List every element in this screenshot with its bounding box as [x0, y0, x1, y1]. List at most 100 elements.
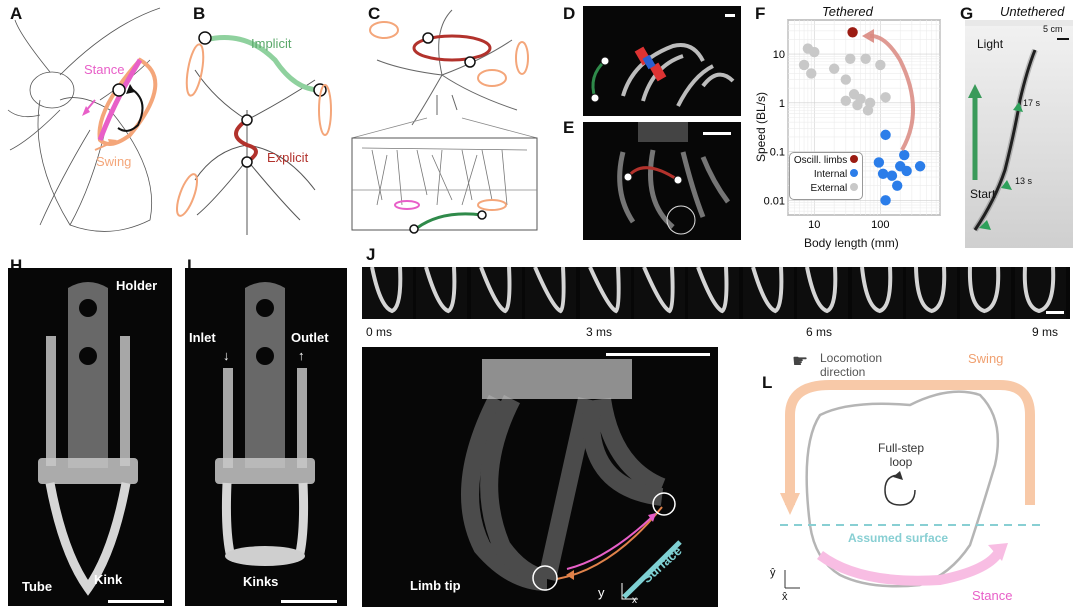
panel-label-d: D — [563, 4, 576, 23]
data-point-external — [852, 99, 863, 111]
swing-label: Swing — [96, 154, 132, 169]
improvement-arrow — [869, 33, 915, 151]
start-label: Start — [970, 187, 996, 201]
video-frame — [525, 267, 577, 319]
limb-trajectory-plot — [780, 380, 1040, 589]
data-point-internal — [877, 168, 889, 180]
panel-label-c: C — [368, 4, 381, 23]
data-point-internal — [901, 165, 912, 177]
chart-legend: Oscill. limbs Internal External — [789, 152, 863, 200]
panel-label-e: E — [563, 118, 575, 137]
panel-label-j: J — [366, 245, 376, 264]
robot-photo — [583, 6, 741, 116]
axis-x-label: x — [632, 595, 637, 606]
limb-tip-label: Limb tip — [410, 578, 461, 593]
locomotion-direction-label: Locomotion direction — [820, 351, 883, 379]
kinks-label: Kinks — [243, 574, 279, 589]
time-label-13s: 13 s — [1015, 176, 1033, 186]
kink-label: Kink — [94, 572, 123, 587]
axis-y-label: y — [598, 585, 605, 600]
chart-title: Tethered — [822, 4, 873, 19]
time-label-17s: 17 s — [1023, 98, 1041, 108]
cockroach-illustration — [7, 7, 161, 232]
data-point-external — [840, 95, 852, 107]
data-point-external — [806, 68, 817, 79]
video-frame — [416, 267, 468, 319]
full-step-loop-label: Full-step loop — [878, 441, 925, 469]
data-point-external — [875, 59, 886, 71]
panel-h: H Holder Tube Kink — [0, 250, 172, 609]
scale-bar — [606, 353, 710, 356]
legend-item-internal: Internal — [814, 169, 858, 180]
legend-label-internal: Internal — [813, 169, 848, 180]
assumed-surface-label: Assumed surface — [848, 531, 949, 545]
y-tick-label: 1 — [779, 98, 785, 110]
data-point-external — [845, 53, 856, 64]
data-point-internal — [886, 170, 898, 181]
panel-label-i: I — [187, 256, 192, 275]
pointing-hand-icon: ☛ — [792, 351, 809, 371]
scale-bar — [1046, 311, 1064, 314]
data-point-internal — [914, 161, 926, 172]
data-point-external — [798, 59, 810, 71]
legend-swatch-oscill — [850, 155, 858, 163]
scale-bar — [1057, 38, 1069, 40]
data-point-internal — [892, 180, 903, 191]
limb-overlay-photo — [583, 122, 741, 240]
two-kink-limb-photo: Inlet Outlet ↓ ↑ Kinks — [185, 268, 347, 606]
video-frame — [362, 267, 413, 319]
legend-item-external: External — [811, 183, 858, 194]
panel-e: E — [555, 118, 745, 243]
x-tick-label: 10 — [808, 219, 820, 231]
video-frame — [742, 267, 794, 319]
legend-label-external: External — [810, 183, 848, 194]
panel-i: I Inlet Outlet ↓ ↑ Kinks — [175, 250, 347, 609]
time-label-3ms: 3 ms — [586, 325, 613, 339]
panel-g: G Untethered 5 cm Light 17 s 13 s Start — [950, 0, 1074, 250]
video-frame — [960, 267, 1012, 319]
video-frame — [688, 267, 740, 319]
axis-y-hat-label: ŷ — [770, 567, 776, 579]
data-point-external — [809, 46, 820, 58]
panel-c: C — [342, 0, 547, 240]
y-tick-label: 0.01 — [764, 195, 785, 207]
panel-label-a: A — [10, 4, 23, 23]
outlet-label: Outlet — [291, 330, 329, 345]
legend-swatch-internal — [850, 169, 858, 177]
panel-label-b: B — [193, 4, 206, 23]
panel-b: B Implicit Explicit — [175, 0, 340, 240]
scale-bar — [703, 132, 731, 135]
stance-label: Stance — [84, 62, 125, 77]
frame-strip — [362, 267, 1070, 319]
scale-bar — [108, 600, 164, 603]
starfish-illustration — [351, 9, 538, 234]
video-frame — [906, 267, 957, 319]
legend-item-oscill: Oscill. limbs — [794, 155, 858, 166]
data-point-external — [828, 63, 840, 74]
data-point-internal — [880, 195, 891, 206]
data-point-external — [880, 92, 891, 103]
stance-label: Stance — [972, 588, 1013, 603]
light-label: Light — [977, 37, 1004, 51]
scale-bar — [725, 14, 735, 17]
video-frame — [851, 267, 903, 319]
data-point-external — [862, 105, 874, 116]
limb-motion-overlay-photo: Limb tip Surface y x — [362, 347, 718, 607]
data-point-external — [840, 74, 852, 85]
stick-insect-illustration — [176, 31, 332, 235]
time-label-6ms: 6 ms — [806, 325, 833, 339]
explicit-label: Explicit — [267, 150, 309, 165]
holder-label: Holder — [116, 278, 158, 293]
data-point-oscill-limbs — [847, 27, 858, 38]
x-axis-label: Body length (mm) — [804, 236, 899, 250]
data-point-internal — [899, 149, 910, 161]
swing-label: Swing — [968, 351, 1004, 366]
inlet-label: Inlet — [189, 330, 216, 345]
panel-label-l: L — [762, 373, 773, 392]
inlet-arrow-icon: ↓ — [223, 348, 230, 363]
data-point-internal — [873, 157, 885, 168]
panel-k: K Limb tip Surface y x — [360, 345, 720, 609]
panel-label-g: G — [960, 4, 974, 23]
video-frame — [634, 267, 685, 319]
implicit-label: Implicit — [251, 36, 292, 51]
